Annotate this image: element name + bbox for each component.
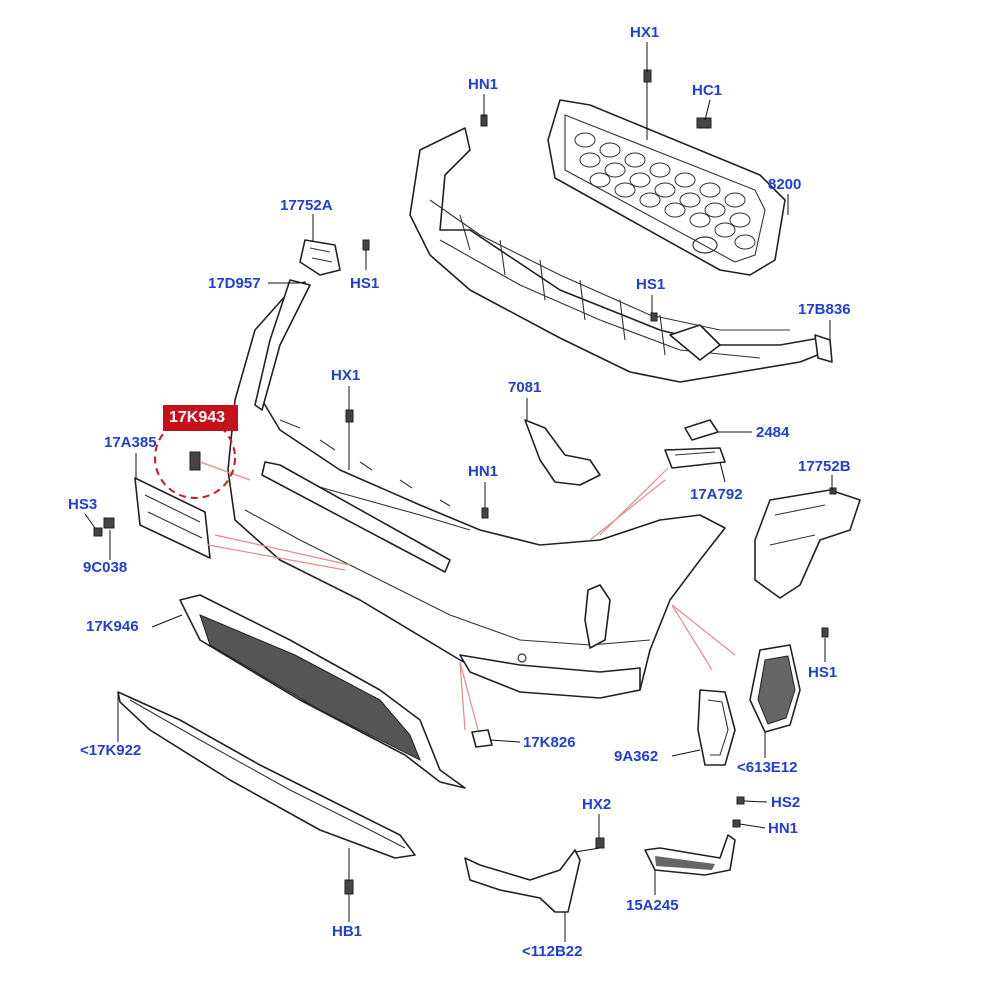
label-7081: 7081 <box>508 379 542 396</box>
fog-lamp-bezel-9a362 <box>697 689 736 766</box>
clip-17k826 <box>471 729 493 748</box>
front-bumper-cover <box>227 281 726 699</box>
label-17k946: 17K946 <box>86 618 139 635</box>
label-9a362: 9A362 <box>614 748 659 765</box>
label-2484: 2484 <box>756 424 790 441</box>
bracket-17752a <box>299 239 341 276</box>
label-17a792: 17A792 <box>690 486 743 503</box>
label-hn1-bottom: HN1 <box>768 820 799 837</box>
label-hx2: HX2 <box>582 796 612 813</box>
moulding-112b22 <box>464 849 581 913</box>
label-17k922: <17K922 <box>80 742 142 759</box>
label-112b22: <112B22 <box>522 943 583 960</box>
label-hx1-mid: HX1 <box>331 367 361 384</box>
guide-lines <box>199 461 736 731</box>
lower-grille-17k946 <box>179 594 466 789</box>
label-hs1-top: HS1 <box>350 275 380 292</box>
label-9c038: 9C038 <box>83 559 128 576</box>
bumper-bracket-17d957 <box>254 279 311 411</box>
label-17752a: 17752A <box>280 197 333 214</box>
label-hn1-top: HN1 <box>468 76 499 93</box>
bumper-reinforcement-beam <box>409 127 833 383</box>
label-hn1-mid: HN1 <box>468 463 499 480</box>
fasteners <box>93 69 837 895</box>
tow-eye-cover-2484 <box>684 419 719 441</box>
label-15a245: 15A245 <box>626 897 679 914</box>
label-hs3: HS3 <box>68 496 98 513</box>
label-hx1-top: HX1 <box>630 24 660 41</box>
trim-15a245 <box>644 834 736 876</box>
sensor-bracket-17a792 <box>664 447 726 469</box>
label-17a385: 17A385 <box>104 434 157 451</box>
label-17752b: 17752B <box>798 458 851 475</box>
label-hs2: HS2 <box>771 794 801 811</box>
label-hb1: HB1 <box>332 923 363 940</box>
label-8200: 8200 <box>768 176 802 193</box>
label-17b836: 17B836 <box>798 301 851 318</box>
highlighted-part-label: 17K943 <box>163 405 238 431</box>
label-hc1: HC1 <box>692 82 723 99</box>
label-17d957: 17D957 <box>208 275 261 292</box>
air-duct-7081 <box>524 419 601 486</box>
radiator-grille <box>547 99 786 276</box>
label-hs1-right: HS1 <box>808 664 838 681</box>
label-17k826: 17K826 <box>523 734 576 751</box>
skid-plate-17k922 <box>117 691 416 859</box>
label-hs1-mid: HS1 <box>636 276 666 293</box>
fog-lamp-613e12 <box>749 644 801 733</box>
highlight-circle <box>154 417 236 499</box>
label-613e12: <613E12 <box>737 759 798 776</box>
license-plate-bracket-17a385 <box>134 477 211 559</box>
leader-lines <box>84 42 833 942</box>
side-bracket-17752b <box>754 489 861 599</box>
